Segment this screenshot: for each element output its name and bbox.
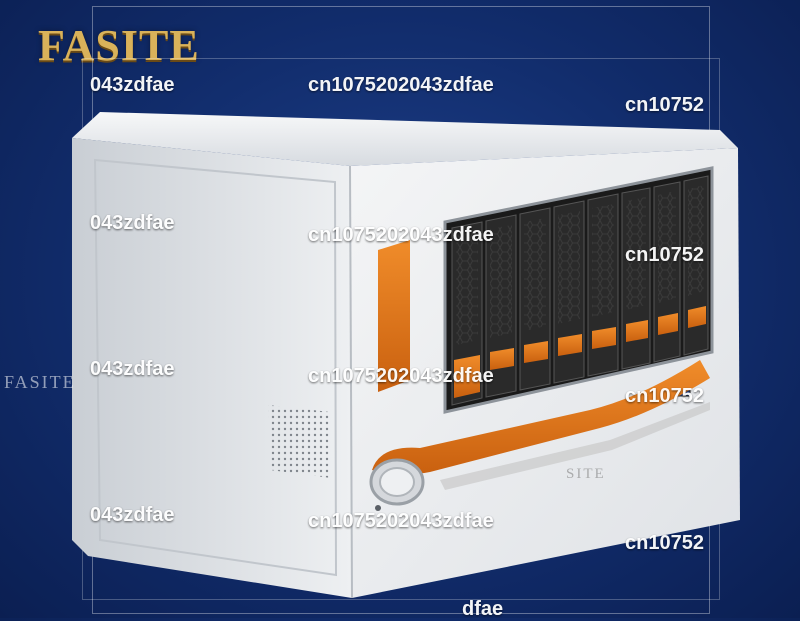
watermark-brand: FASITE — [4, 372, 76, 392]
front-accent-bar — [378, 240, 410, 392]
watermark-text: cn10752 — [625, 385, 704, 407]
side-vent — [268, 405, 331, 478]
watermark-text: cn10752 — [625, 244, 704, 266]
drive-tray[interactable] — [485, 214, 517, 398]
watermark-text: cn10752 — [625, 532, 704, 554]
watermark-text: dfae — [462, 598, 504, 620]
watermark-text: 043zdfae — [90, 212, 175, 234]
drive-tray[interactable] — [653, 181, 681, 363]
watermark-text: cn10752 — [625, 94, 704, 116]
watermark-text: 043zdfae — [90, 74, 175, 96]
drive-trays — [451, 175, 709, 406]
watermark-text: cn1075202043zdfae — [308, 224, 494, 246]
chassis-side — [72, 138, 352, 598]
brand-logo: FASITE — [38, 21, 200, 70]
drive-tray[interactable] — [519, 207, 551, 391]
watermark-text: cn1075202043zdfae — [308, 74, 494, 96]
drive-tray[interactable] — [621, 187, 651, 370]
drive-tray[interactable] — [451, 221, 483, 406]
watermark-text: cn1075202043zdfae — [308, 365, 494, 387]
chassis-top — [72, 112, 738, 166]
watermark-text: 043zdfae — [90, 358, 175, 380]
drive-tray[interactable] — [683, 175, 709, 356]
drive-tray[interactable] — [587, 193, 619, 377]
drive-tray[interactable] — [553, 200, 585, 384]
watermark-text: cn1075202043zdfae — [308, 510, 494, 532]
watermark-text: 043zdfae — [90, 504, 175, 526]
power-button[interactable] — [369, 458, 425, 511]
watermark-brand: SITE — [566, 466, 606, 482]
front-accent-swoosh — [372, 360, 710, 475]
